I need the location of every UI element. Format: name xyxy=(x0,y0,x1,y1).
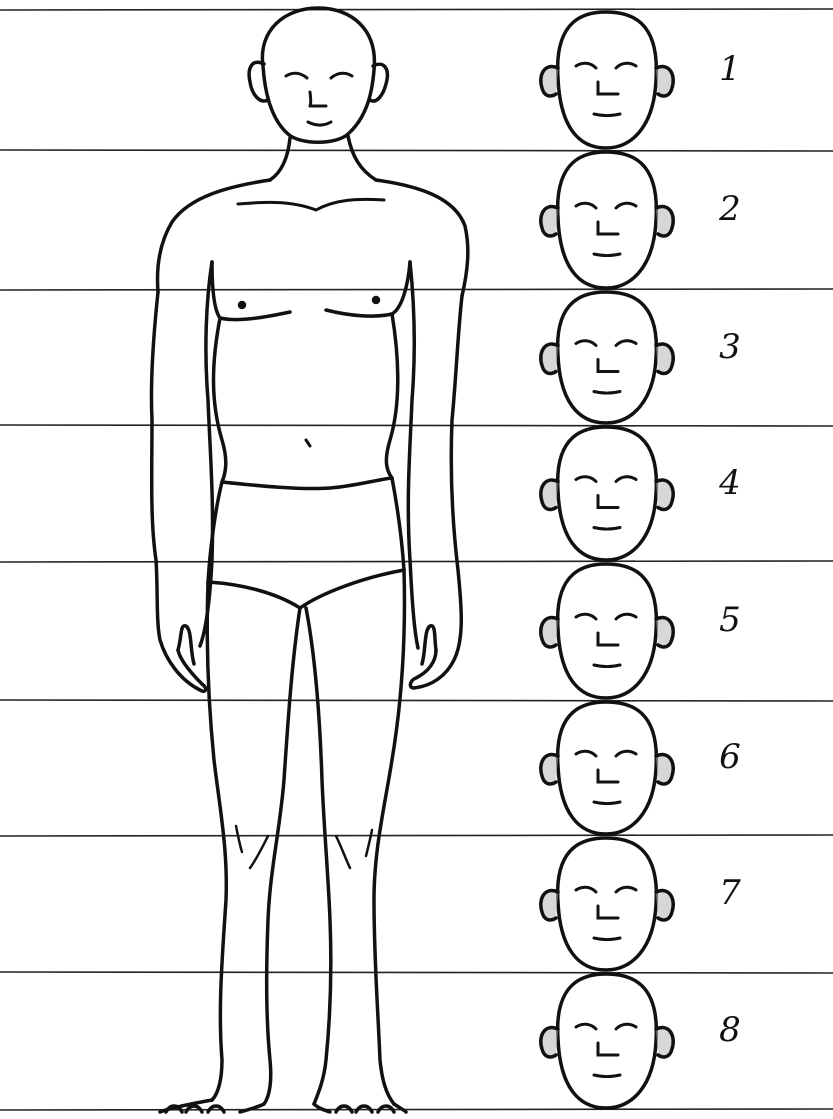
head-unit-5 xyxy=(541,564,673,698)
head-unit-6 xyxy=(541,702,673,834)
head-unit-1 xyxy=(541,12,673,148)
head-count-label: 7 xyxy=(700,876,760,910)
head-count-label: 5 xyxy=(700,603,760,637)
ruled-line xyxy=(0,1109,833,1110)
head-unit-7 xyxy=(541,838,673,970)
figure-head xyxy=(262,8,374,142)
head-unit-2 xyxy=(541,152,673,288)
head-unit-stack xyxy=(541,12,673,1108)
head-count-label: 1 xyxy=(700,52,760,86)
ruled-line xyxy=(0,835,833,836)
ruled-line xyxy=(0,700,833,701)
head-count-label: 3 xyxy=(700,330,760,364)
head-unit-8 xyxy=(541,974,673,1108)
ruled-line xyxy=(0,289,833,290)
head-count-label: 6 xyxy=(700,740,760,774)
ruled-line xyxy=(0,425,833,426)
ruled-line xyxy=(0,9,833,10)
head-count-label: 2 xyxy=(700,192,760,226)
head-unit-3 xyxy=(541,292,673,423)
ruled-line xyxy=(0,150,833,151)
ruled-line xyxy=(0,972,833,973)
ruled-line xyxy=(0,561,833,562)
head-count-label: 4 xyxy=(700,466,760,500)
ruled-lines xyxy=(0,9,833,1110)
head-count-label: 8 xyxy=(700,1013,760,1047)
human-figure xyxy=(151,8,467,1112)
head-unit-4 xyxy=(541,427,673,560)
